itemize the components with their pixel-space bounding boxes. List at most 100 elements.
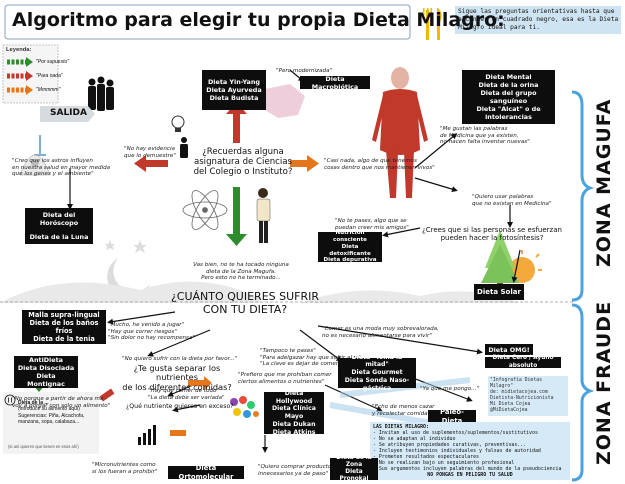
anatomy-illustration xyxy=(372,67,428,198)
diet-box-tomala: Dieta "Toma la mitad" Dieta Gourmet Diet… xyxy=(338,354,416,392)
box-line: Dieta Sonda Naso-gástrica xyxy=(344,376,410,392)
person-illustration xyxy=(256,188,271,243)
quote-pero: "Pero modernizada" xyxy=(276,68,333,74)
leyenda2-line: Sugerencias: Piña, Alcachofa, xyxy=(18,412,85,419)
question-line: de los diferentes comidas? xyxy=(122,381,232,392)
diet-box-paleo: Paleo-Dieta xyxy=(428,408,476,425)
zone-magufa-label: ZONA MAGUFA xyxy=(593,98,615,267)
panel-item: - No se realizan bajo un seguimiento pro… xyxy=(373,459,515,466)
leyenda2-line: Dieta de la ... xyxy=(18,400,49,406)
quote-prefiero: "Prefiero que me prohiban comer ciertos … xyxy=(238,372,332,385)
quote-line: de Medicina que ya existen, xyxy=(440,132,519,139)
credit-line: @MiDietaCojea xyxy=(490,407,528,413)
diet-box-antidieta: AntiDieta Dieta Disociada Dieta Montigna… xyxy=(14,356,78,388)
box-line: Dieta Clínica Mayo xyxy=(272,405,316,420)
legend-item-no: "Para nada" xyxy=(36,73,63,79)
diet-box-macrobiotica: Dieta Macrobiótica xyxy=(300,75,370,91)
leyenda2-line: manzana, sopa, calabaza... xyxy=(18,418,80,425)
box-line: Dieta del grupo sanguíneo xyxy=(480,89,537,105)
diet-box-solar: Dieta Solar xyxy=(474,284,524,300)
quote-porque: "No porque a partir de ahora me voy a po… xyxy=(12,396,110,409)
diet-box-hollywood: Dieta Hollywood Dieta Clínica Mayo Dieta… xyxy=(264,390,324,436)
quote-vas-bien: Vas bien, no te ha tocado ninguna dieta … xyxy=(186,262,296,282)
leyenda2: Dieta de la ... (introduce su alimento a… xyxy=(18,400,98,425)
box-line: Dieta "Toma la mitad" xyxy=(351,353,403,369)
diet-box-mental: Dieta Mental Dieta de la orina Dieta del… xyxy=(462,70,555,124)
instructions: Sigue las preguntas orientativas hasta q… xyxy=(458,8,619,31)
box-line: Dieta detoxificante xyxy=(329,243,371,257)
orange-arrow xyxy=(290,155,319,172)
box-line: Dieta Atkins xyxy=(272,428,316,436)
panel-item: - Incluyen testimonios individuales y fa… xyxy=(373,447,541,454)
quote-line: Pero esto no ha terminado... xyxy=(201,275,281,282)
box-line: AntiDieta xyxy=(29,356,63,364)
quote-line: "No hay evidencia xyxy=(124,146,175,152)
quote-micro: "Micronutrientes como si los fueran a pr… xyxy=(92,462,157,475)
quote-gustan: "Me gustan las palabras de Medicina que … xyxy=(440,126,530,146)
diet-box-horoscopo: Dieta del Horóscopo Dieta de la Luna xyxy=(25,208,93,244)
quote-pases: "No te pases, algo que se puedan creer m… xyxy=(335,218,409,231)
zone-fraude-label: ZONA FRAUDE xyxy=(593,300,615,465)
page-title: Algoritmo para elegir tu propia Dieta Mi… xyxy=(12,9,505,31)
question-cuanto: ¿CUÁNTO QUIERES SUFRIR CON TU DIETA? xyxy=(150,290,340,316)
quote-vuelve: "Ya que me pongo..." xyxy=(420,386,480,392)
box-line: Dieta del Horóscopo xyxy=(39,211,79,227)
salida-label: SALIDA xyxy=(50,108,87,118)
legend-item-yes: "Por supuesto" xyxy=(36,59,70,65)
quote-line: que no existan en Medicina" xyxy=(472,200,552,207)
quote-line: "Hay que correr riesgos" xyxy=(108,328,177,335)
teacher-illustration xyxy=(180,137,188,158)
cutlery-icon xyxy=(423,8,442,40)
quote-tampoco: "Tampoco te pases" "Para adelgazar hay q… xyxy=(260,348,362,368)
quote-line: "Tampoco te pases" xyxy=(260,348,316,354)
quote-line: "Echo de menos cazar xyxy=(372,404,435,410)
quote-line: "Micronutrientes como xyxy=(92,462,156,468)
box-line: Dieta Budista xyxy=(209,94,259,102)
question-line: ¿CUÁNTO QUIERES SUFRIR xyxy=(170,290,320,303)
diet-box-omg: Dieta OMG! xyxy=(485,344,533,355)
quote-no-quiero: "No quiero sufrir con la dieta por favor… xyxy=(122,356,238,362)
quote-echo: "Echo de menos cazar y recolectar comida… xyxy=(372,404,434,417)
box-line: Dieta Pronokal xyxy=(339,469,369,483)
question-line: ¿Te gusta separar los nutrientes xyxy=(133,363,221,383)
quote-line: puedan creer mis amigos" xyxy=(335,224,409,231)
people-silhouettes xyxy=(88,76,114,111)
question-line: ¿Crees que si las personas se esfuerzan xyxy=(422,226,562,234)
quote-line: "Prefiero que me prohiban comer xyxy=(238,372,332,378)
quote-line: "Quiero comprar productos xyxy=(258,464,335,470)
quote-line: Vas bien, no te ha tocado ninguna xyxy=(193,262,289,268)
panel-item: - No se adaptan al individuo xyxy=(373,435,456,442)
panel-title: LAS DIETAS MILAGRO: xyxy=(373,424,429,430)
box-line: Dieta Mental xyxy=(485,73,532,81)
quote-quiero-comprar: "Quiero comprar productos innecesarios y… xyxy=(258,464,334,477)
box-line: Dieta depurativa xyxy=(323,257,377,264)
atom-illustration xyxy=(182,190,228,230)
box-line: Dieta Ayurveda xyxy=(206,86,262,94)
question-line: asignatura de Ciencias xyxy=(193,156,293,167)
diet-box-yin-yang: Dieta Yin-Yang Dieta Ayurveda Dieta Budi… xyxy=(202,70,266,110)
question-separar: ¿Te gusta separar los nutrientes de los … xyxy=(112,363,242,392)
quote-line: si los fueran a prohibir" xyxy=(92,468,158,475)
quote-line: ciertos alimentos o nutrientes" xyxy=(238,378,325,385)
box-line: Dieta de la orina xyxy=(478,81,539,89)
question-line: del Colegio o Instituto? xyxy=(193,166,293,177)
legend-item-maybe: "Mmmmm" xyxy=(36,87,61,93)
quote-line: y recolectar comida" xyxy=(372,410,431,417)
quote-casi: "Casi nada, algo de que tenemos cosas de… xyxy=(324,158,435,171)
question-nutriente: ¿Qué nutriente quieres en exceso? xyxy=(126,403,234,410)
quote-line: que los genes y el ambiente" xyxy=(12,171,94,178)
pause-icon xyxy=(4,394,16,406)
quote-line: innecesarios ya de paso" xyxy=(258,470,329,477)
diet-box-malla: Malla supra-lingual Dieta de los baños f… xyxy=(22,310,106,344)
credit-line: "Infografía Dietas Milagro" xyxy=(490,378,542,389)
question-line: pueden hacer la fotosíntesis? xyxy=(440,234,544,243)
quote-no-hay: "No hay evidencia que lo demuestre" xyxy=(124,146,176,159)
question-line: CON TU DIETA? xyxy=(202,302,288,316)
question-recuerdas: ¿Recuerdas alguna asignatura de Ciencias… xyxy=(188,147,298,178)
box-line: Dieta de los baños fríos xyxy=(29,318,99,335)
diet-box-cero: Dieta Cero / Ayuno absoluto xyxy=(485,355,561,369)
question-crees: ¿Crees que si las personas se esfuerzan … xyxy=(412,226,572,242)
diet-box-nutricion: Nutrición consciente Dieta detoxificante… xyxy=(318,230,382,264)
box-line: Dieta Yin-Yang xyxy=(208,78,260,86)
lightbulb-icon xyxy=(171,115,185,132)
